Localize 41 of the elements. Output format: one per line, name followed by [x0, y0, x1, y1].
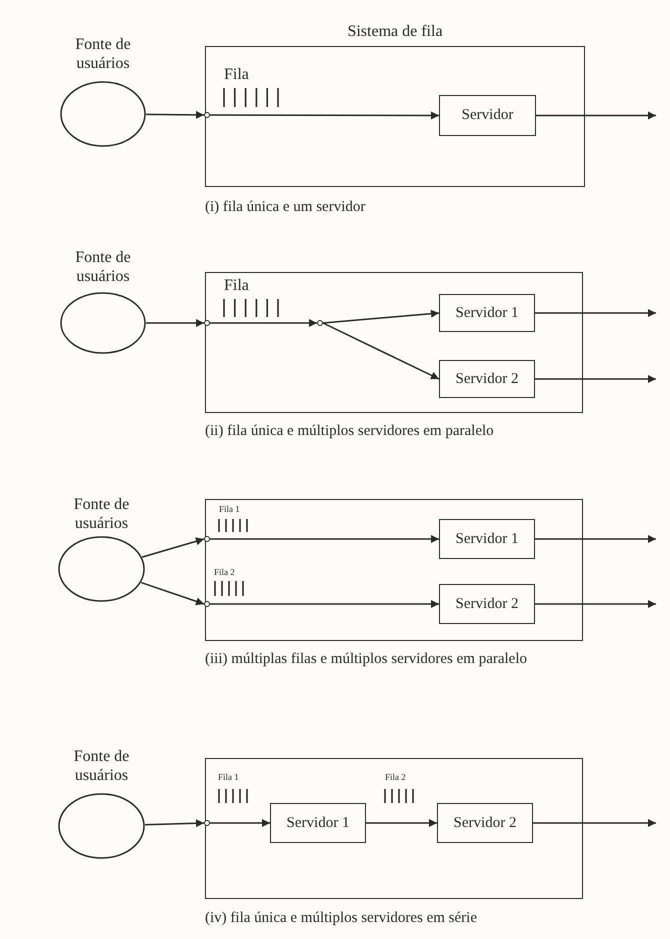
arrow [535, 309, 656, 317]
arrow [322, 322, 440, 380]
arrow [210, 819, 270, 827]
arrow [140, 582, 204, 606]
arrow [210, 319, 317, 327]
queue-label: Fila 1 [218, 772, 239, 782]
arrow [533, 819, 656, 827]
arrow [535, 535, 656, 543]
panel-caption: (iv) fila única e múltiplos servidores em série [205, 910, 477, 928]
queue-label: Fila [224, 277, 249, 296]
arrow [535, 375, 656, 383]
panel-caption: (ii) fila única e múltiplos servidores em paralelo [205, 423, 494, 440]
server-box: Servidor 1 [270, 803, 366, 843]
queue-label: Fila [224, 66, 249, 84]
source-label: Fonte de usuários [74, 35, 132, 73]
server-box: Servidor 2 [437, 803, 533, 843]
arrow [366, 819, 437, 827]
arrow [322, 310, 440, 324]
panel-caption: (i) fila única e um servidor [205, 199, 366, 216]
arrow [535, 600, 656, 608]
arrow [144, 819, 204, 828]
arrow [146, 110, 204, 119]
source-label: Fonte de usuários [72, 495, 130, 533]
server-box: Servidor 2 [439, 584, 535, 624]
queue-label: Fila 2 [214, 567, 235, 578]
server-box: Servidor 2 [439, 360, 535, 398]
queue-label: Fila 1 [219, 504, 240, 514]
source-label: Fonte de usuários [72, 747, 130, 785]
arrow [210, 535, 439, 543]
system-title: Sistema de fila [346, 22, 444, 42]
source-label: Fonte de usuários [74, 248, 132, 286]
arrow [210, 111, 439, 120]
server-box: Servidor 1 [439, 294, 535, 332]
arrow [536, 112, 656, 120]
arrow [210, 600, 439, 608]
server-box: Servidor 1 [439, 519, 535, 559]
panel-caption: (iii) múltiplas filas e múltiplos servidores em paralelo [205, 651, 528, 668]
queue-label: Fila 2 [385, 772, 406, 782]
arrow [142, 537, 204, 558]
arrow [146, 319, 204, 327]
server-box: Servidor [439, 95, 536, 136]
